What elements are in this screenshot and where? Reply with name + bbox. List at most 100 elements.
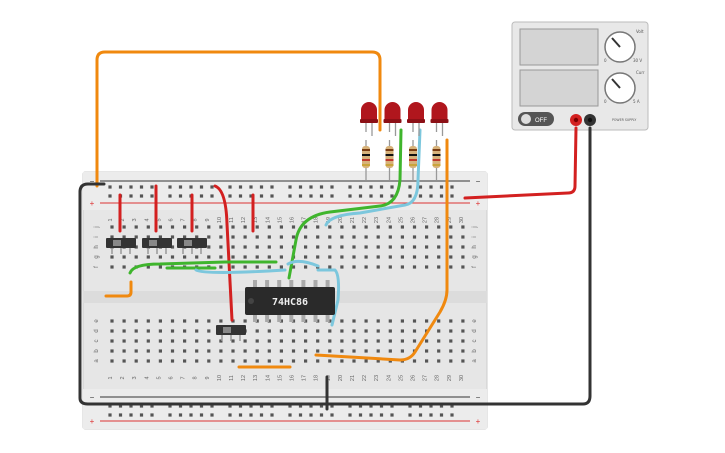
hole[interactable] [122, 265, 126, 269]
hole[interactable] [388, 225, 392, 229]
hole[interactable] [195, 329, 199, 333]
wire-red-switch4[interactable] [213, 184, 234, 322]
hole[interactable] [437, 235, 441, 239]
hole[interactable] [207, 255, 211, 259]
hole[interactable] [195, 255, 199, 259]
hole[interactable] [267, 339, 271, 343]
rail-hole[interactable] [288, 404, 292, 408]
rail-hole[interactable] [418, 404, 423, 408]
hole[interactable] [170, 319, 175, 323]
hole[interactable] [170, 329, 175, 333]
hole[interactable] [304, 225, 308, 229]
hole[interactable] [412, 339, 417, 343]
hole[interactable] [412, 245, 417, 249]
hole[interactable] [461, 329, 465, 333]
rail-hole[interactable] [270, 413, 274, 417]
wire-black-ground-return[interactable] [78, 126, 592, 406]
rail-hole[interactable] [418, 413, 423, 417]
rail-hole[interactable] [319, 194, 324, 198]
hole[interactable] [110, 265, 114, 269]
hole[interactable] [183, 319, 187, 323]
rail-hole[interactable] [210, 413, 214, 417]
rail-hole[interactable] [390, 413, 394, 417]
rail-hole[interactable] [139, 185, 144, 189]
rail-hole[interactable] [178, 194, 183, 198]
hole[interactable] [316, 235, 320, 239]
hole[interactable] [134, 329, 138, 333]
hole[interactable] [340, 349, 344, 353]
hole[interactable] [425, 255, 429, 259]
hole[interactable] [158, 319, 162, 323]
hole[interactable] [364, 359, 368, 363]
rail-hole[interactable] [178, 404, 183, 408]
rail-hole[interactable] [238, 404, 243, 408]
hole[interactable] [170, 245, 175, 249]
rail-hole[interactable] [358, 404, 363, 408]
hole[interactable] [122, 349, 126, 353]
hole[interactable] [267, 255, 271, 259]
hole[interactable] [183, 339, 187, 343]
hole[interactable] [207, 339, 211, 343]
rail-hole[interactable] [238, 185, 243, 189]
rail-hole[interactable] [139, 413, 144, 417]
rail-hole[interactable] [199, 185, 204, 189]
hole[interactable] [195, 339, 199, 343]
hole[interactable] [328, 349, 332, 353]
rail-hole[interactable] [348, 413, 352, 417]
rail-hole[interactable] [439, 185, 444, 189]
hole[interactable] [255, 349, 259, 353]
hole[interactable] [255, 225, 259, 229]
hole[interactable] [243, 265, 247, 269]
hole[interactable] [219, 319, 223, 323]
rail-hole[interactable] [298, 404, 303, 408]
rail-hole[interactable] [259, 404, 264, 408]
hole[interactable] [425, 339, 429, 343]
rail-hole[interactable] [450, 413, 454, 417]
hole[interactable] [449, 349, 453, 353]
rail-hole[interactable] [118, 185, 123, 189]
hole[interactable] [449, 265, 453, 269]
wire-cyan-bridge[interactable] [286, 259, 320, 268]
hole[interactable] [461, 359, 465, 363]
hole[interactable] [352, 359, 356, 363]
hole[interactable] [122, 255, 126, 259]
rail-hole[interactable] [358, 185, 363, 189]
hole[interactable] [412, 235, 417, 239]
hole[interactable] [255, 245, 259, 249]
slide-switch-1[interactable] [106, 238, 136, 254]
hole[interactable] [158, 359, 162, 363]
hole[interactable] [449, 245, 453, 249]
hole[interactable] [122, 329, 126, 333]
rail-hole[interactable] [150, 413, 154, 417]
hole[interactable] [231, 255, 235, 259]
hole[interactable] [219, 225, 223, 229]
hole[interactable] [279, 235, 283, 239]
hole[interactable] [437, 359, 441, 363]
rail-hole[interactable] [270, 194, 274, 198]
hole[interactable] [243, 359, 247, 363]
hole[interactable] [122, 359, 126, 363]
rail-hole[interactable] [139, 194, 144, 198]
hole[interactable] [316, 349, 320, 353]
power-supply[interactable]: Volt 30 V 0 Curr 5 A 0 OFF POWER SUPPLY [511, 21, 649, 131]
hole[interactable] [279, 349, 283, 353]
wire-green-output[interactable] [287, 128, 403, 280]
rail-hole[interactable] [298, 413, 303, 417]
rail-hole[interactable] [259, 413, 264, 417]
hole[interactable] [400, 339, 404, 343]
hole[interactable] [231, 339, 235, 343]
hole[interactable] [352, 255, 356, 259]
hole[interactable] [110, 225, 114, 229]
hole[interactable] [340, 339, 344, 343]
rail-hole[interactable] [238, 413, 243, 417]
rail-hole[interactable] [348, 404, 352, 408]
hole[interactable] [255, 255, 259, 259]
hole[interactable] [461, 235, 465, 239]
hole[interactable] [437, 319, 441, 323]
led-3[interactable] [407, 102, 425, 136]
hole[interactable] [376, 235, 380, 239]
hole[interactable] [110, 319, 114, 323]
rail-hole[interactable] [450, 404, 454, 408]
rail-hole[interactable] [178, 413, 183, 417]
hole[interactable] [412, 255, 417, 259]
